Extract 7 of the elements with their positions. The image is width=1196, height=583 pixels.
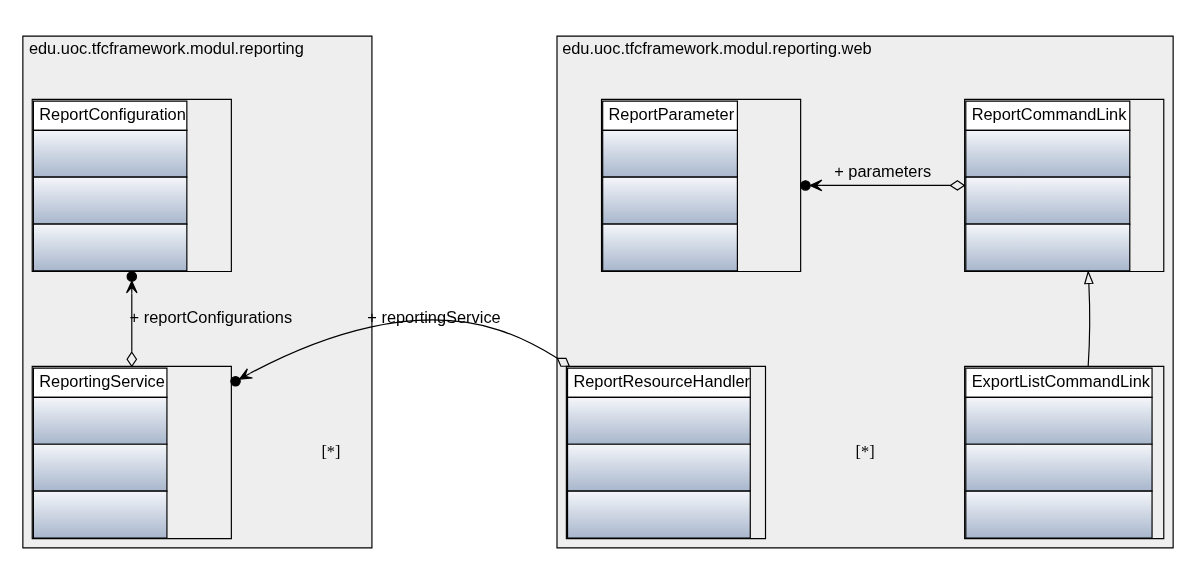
arrow <box>125 270 138 367</box>
arrow <box>230 318 571 387</box>
arrow <box>800 179 966 191</box>
label: [*] <box>321 441 341 461</box>
label: [*] <box>855 441 875 461</box>
edge-label: + parameters <box>834 161 932 180</box>
arrow <box>1083 269 1094 367</box>
